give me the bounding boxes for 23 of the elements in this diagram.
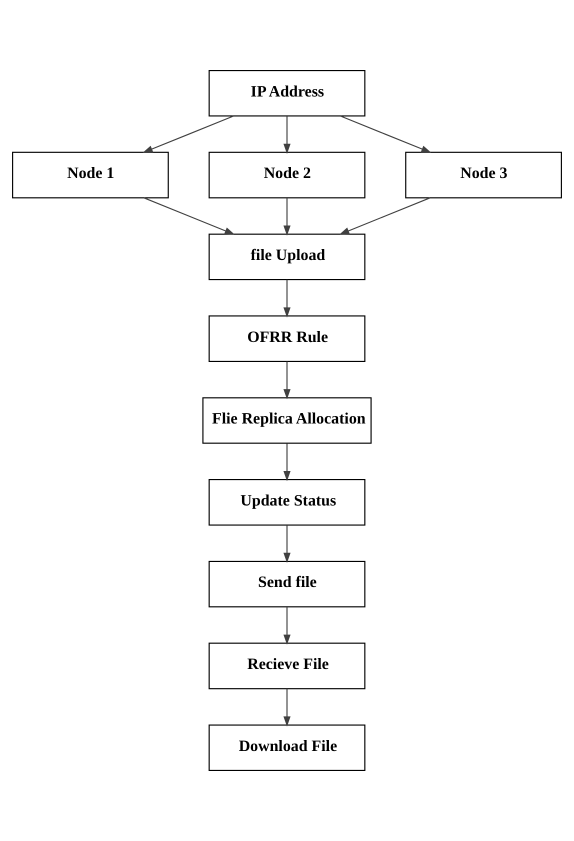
arrow (283, 116, 291, 154)
node-box: IP Address (208, 70, 366, 117)
node-box: Recieve File (208, 642, 366, 690)
node-box: file Upload (208, 234, 366, 280)
node-box: Node 2 (208, 152, 366, 198)
node-box: Node 3 (405, 152, 562, 198)
arrow (283, 525, 291, 563)
arrow (142, 116, 234, 153)
arrow (283, 688, 291, 727)
arrow (283, 606, 291, 645)
arrow (339, 197, 430, 235)
arrow (283, 443, 291, 482)
arrow (283, 362, 291, 400)
node-box: Node 1 (12, 152, 169, 198)
node-box: OFRR Rule (208, 315, 366, 362)
node-box: Download File (208, 724, 366, 772)
node-box: Flie Replica Allocation (202, 397, 372, 444)
arrow (283, 280, 291, 318)
arrow (340, 116, 432, 153)
arrow (144, 197, 235, 235)
node-box: Update Status (208, 479, 366, 526)
node-box: Send file (208, 560, 366, 608)
arrow (283, 198, 291, 236)
